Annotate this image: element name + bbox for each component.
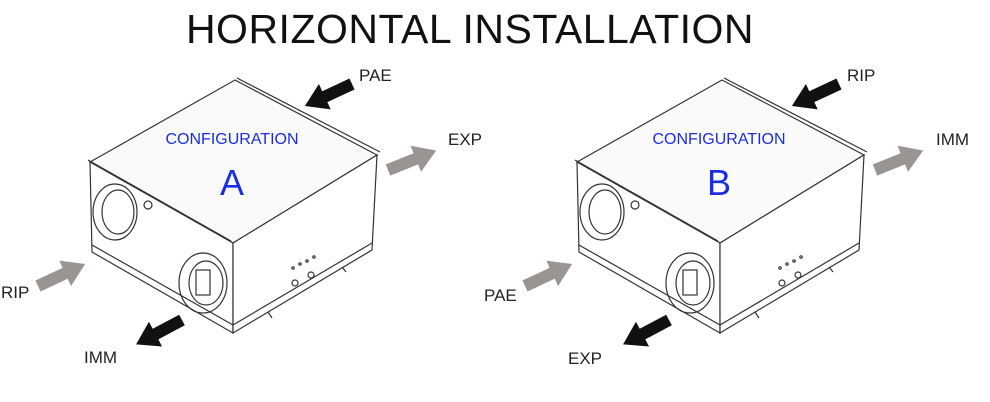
config-a-letter: A xyxy=(219,162,244,203)
label-pae-b: PAE xyxy=(484,286,517,305)
arrow-out-right-b xyxy=(869,137,929,183)
arrow-in-left-a xyxy=(32,251,92,299)
arrow-in-top-a xyxy=(298,71,358,119)
config-b-letter: B xyxy=(706,162,731,203)
arrow-in-top-b xyxy=(785,71,845,119)
arrow-in-left-b xyxy=(519,251,579,299)
unit-b-drawing xyxy=(574,77,868,334)
unit-a-drawing xyxy=(87,77,381,334)
arrow-out-bottom-b xyxy=(616,307,676,357)
label-imm-b: IMM xyxy=(936,130,970,149)
page-title: HORIZONTAL INSTALLATION xyxy=(185,6,755,52)
label-exp-a: EXP xyxy=(448,130,483,149)
arrow-out-right-a xyxy=(382,137,442,183)
label-pae-a: PAE xyxy=(359,66,392,85)
label-exp-b: EXP xyxy=(568,349,603,368)
config-b-heading: CONFIGURATION xyxy=(652,131,786,148)
label-rip-a: RIP xyxy=(1,283,30,302)
config-a-heading: CONFIGURATION xyxy=(165,131,299,148)
label-rip-b: RIP xyxy=(847,66,876,85)
arrow-out-bottom-a xyxy=(129,307,189,357)
label-imm-a: IMM xyxy=(84,348,118,367)
